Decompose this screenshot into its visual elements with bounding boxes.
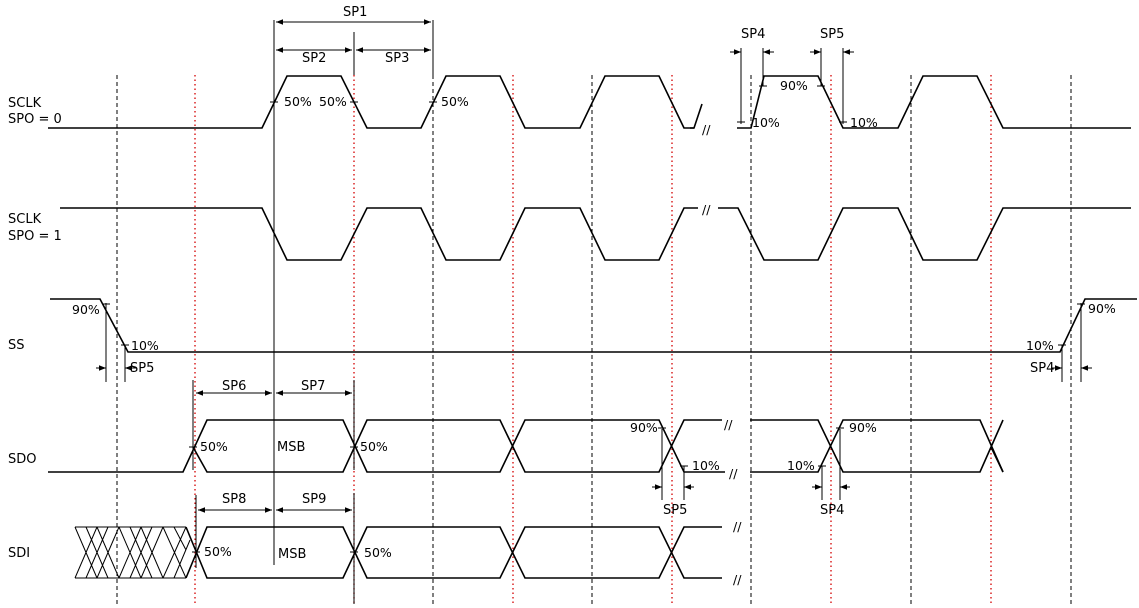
sp7-label: SP7: [301, 379, 325, 394]
sp5-sclk-label: SP5: [820, 27, 844, 42]
sclk1-break-mark: //: [702, 202, 711, 217]
sp9-label: SP9: [302, 492, 326, 507]
sdo-break-mark-top: //: [724, 417, 733, 432]
sclk-spo0-waveform: //: [48, 75, 1131, 137]
sdo-dimensions: SP6 SP7 50% MSB 50% 90% 10% SP5 10% 90% …: [189, 379, 877, 518]
sdo-waveform: // //: [48, 417, 1004, 481]
sdi-dimensions: SP8 SP9 50% MSB 50%: [192, 492, 392, 604]
sdi-label: SDI: [8, 546, 30, 561]
sdo-msb-label: MSB: [277, 440, 305, 455]
sclk-rise-90: 90%: [780, 78, 808, 93]
sclk-fall-10: 10%: [850, 115, 878, 130]
ss-dimensions: 90% 10% SP5 10% 90% SP4: [72, 301, 1116, 382]
sp3-label: SP3: [385, 51, 409, 66]
sdo-rise-10: 10%: [787, 458, 815, 473]
ss-rise-10: 10%: [1026, 338, 1054, 353]
sclk0-break-mark: //: [702, 122, 711, 137]
ss-fall-90: 90%: [72, 302, 100, 317]
sclk0-spo-label: SPO = 0: [8, 112, 62, 127]
sdo-label: SDO: [8, 452, 37, 467]
sdo-edge2-50: 50%: [360, 439, 388, 454]
ss-rise-90: 90%: [1088, 301, 1116, 316]
reference-lines: [116, 20, 1072, 604]
sclk-edge2-50: 50%: [319, 94, 347, 109]
sdo-fall-90: 90%: [630, 420, 658, 435]
ss-label: SS: [8, 338, 25, 353]
sdi-msb-label: MSB: [278, 547, 306, 562]
sp5-ss-label: SP5: [130, 361, 154, 376]
sp1-sp3-dimensions: SP1 SP2 SP3 50% 50% 50%: [270, 5, 469, 109]
sp4-sp5-sclk-dimensions: SP4 SP5 90% 10% 10%: [730, 27, 878, 130]
sp8-label: SP8: [222, 492, 246, 507]
sp5-sdo-label: SP5: [663, 503, 687, 518]
sclk-rise-10: 10%: [752, 115, 780, 130]
sclk-edge1-50: 50%: [284, 94, 312, 109]
sdo-fall-10: 10%: [692, 458, 720, 473]
sdo-rise-90: 90%: [849, 420, 877, 435]
sp4-sdo-label: SP4: [820, 503, 844, 518]
sdo-break-mark-bottom: //: [729, 466, 738, 481]
sp4-sclk-label: SP4: [741, 27, 765, 42]
ss-waveform: [50, 298, 1137, 353]
sdi-waveform: // //: [74, 519, 742, 587]
sclk1-label: SCLK: [8, 212, 42, 227]
ss-fall-10: 10%: [131, 338, 159, 353]
sp4-ss-label: SP4: [1030, 361, 1054, 376]
sp2-label: SP2: [302, 51, 326, 66]
sclk-spo1-waveform: //: [60, 202, 1131, 261]
sclk-edge3-50: 50%: [441, 94, 469, 109]
sdi-edge2-50: 50%: [364, 545, 392, 560]
signal-labels: SCLK SPO = 0 SCLK SPO = 1 SS SDO SDI: [8, 96, 62, 561]
sdo-edge1-50: 50%: [200, 439, 228, 454]
sclk1-spo-label: SPO = 1: [8, 229, 62, 244]
sclk0-label: SCLK: [8, 96, 42, 111]
sdi-break-mark-top: //: [733, 519, 742, 534]
sdi-edge1-50: 50%: [204, 544, 232, 559]
sp1-label: SP1: [343, 5, 367, 20]
sdi-break-mark-bottom: //: [733, 572, 742, 587]
sp6-label: SP6: [222, 379, 246, 394]
